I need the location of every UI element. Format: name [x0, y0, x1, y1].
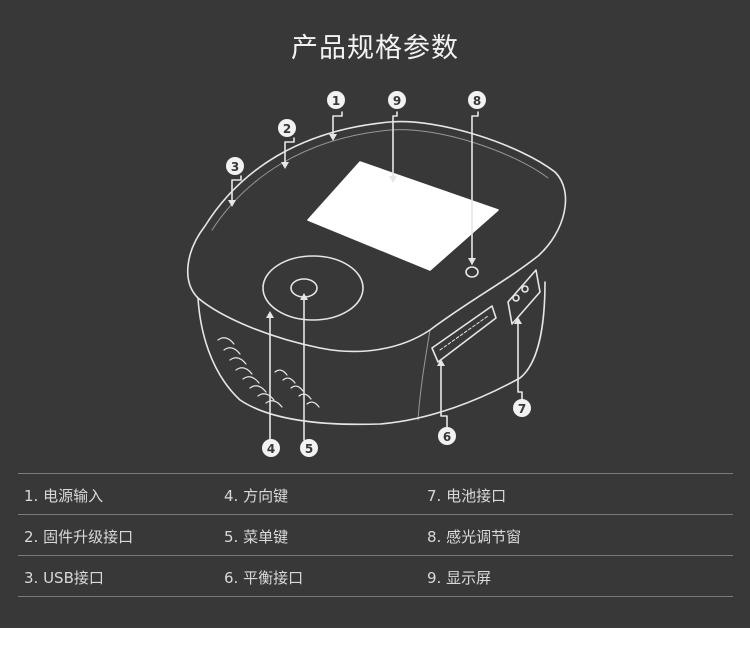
- callout-1-label: 1: [332, 94, 340, 108]
- spec-row: 2. 固件升级接口 5. 菜单键 8. 感光调节窗: [18, 514, 733, 555]
- callout-6-label: 6: [443, 430, 451, 444]
- callout-7-label: 7: [518, 402, 526, 416]
- callout-9-label: 9: [393, 94, 401, 108]
- callout-8-label: 8: [473, 94, 481, 108]
- spec-table: 1. 电源输入 4. 方向键 7. 电池接口 2. 固件升级接口 5. 菜单键 …: [18, 473, 733, 597]
- leader-8: [471, 111, 479, 265]
- leader-3: [231, 175, 242, 201]
- callout-5-label: 5: [305, 442, 313, 456]
- spec-item: 4. 方向键: [224, 487, 289, 505]
- leader-1: [332, 111, 343, 135]
- callout-3: 3: [226, 157, 244, 175]
- spec-item: 6. 平衡接口: [224, 569, 304, 587]
- callout-1: 1: [327, 91, 345, 109]
- device-body-outline: [197, 281, 546, 426]
- spec-item: 9. 显示屏: [427, 569, 492, 587]
- callout-3-label: 3: [231, 160, 239, 174]
- callout-7: 7: [513, 399, 531, 417]
- direction-key-ring: [262, 255, 364, 321]
- spec-row: 3. USB接口 6. 平衡接口 9. 显示屏: [18, 555, 733, 597]
- callout-4: 4: [262, 439, 280, 457]
- callout-4-label: 4: [267, 442, 275, 456]
- leader-6: [440, 365, 448, 429]
- callout-6: 6: [438, 427, 456, 445]
- callout-2-label: 2: [283, 122, 291, 136]
- callout-2: 2: [278, 119, 296, 137]
- callout-badges: 1 2 3 4 5 6 7 8 9: [226, 91, 531, 457]
- callout-9: 9: [388, 91, 406, 109]
- leader-2: [284, 137, 295, 163]
- device-diagram: 1 2 3 4 5 6 7 8 9: [186, 91, 567, 457]
- balance-port: [431, 305, 497, 363]
- spec-row: 1. 电源输入 4. 方向键 7. 电池接口: [18, 473, 733, 514]
- vent-grooves: [217, 337, 320, 408]
- spec-item: 5. 菜单键: [224, 528, 289, 546]
- leader-9: [392, 111, 398, 177]
- device-top-outline: [186, 120, 567, 353]
- spec-item: 2. 固件升级接口: [24, 528, 134, 546]
- spec-item: 1. 电源输入: [24, 487, 104, 505]
- spec-panel: 产品规格参数: [0, 0, 750, 628]
- callout-5: 5: [300, 439, 318, 457]
- device-front-face: [417, 329, 431, 421]
- callout-8: 8: [468, 91, 486, 109]
- display-screen: [307, 161, 499, 271]
- light-sensor-window: [465, 266, 479, 278]
- spec-item: 7. 电池接口: [427, 487, 507, 505]
- battery-port: [507, 269, 541, 325]
- spec-item: 8. 感光调节窗: [427, 528, 522, 546]
- page-title: 产品规格参数: [291, 33, 459, 64]
- device-top-bevel: [211, 129, 549, 231]
- arrowheads: [228, 134, 522, 366]
- leader-7: [517, 323, 523, 401]
- spec-item: 3. USB接口: [24, 569, 104, 587]
